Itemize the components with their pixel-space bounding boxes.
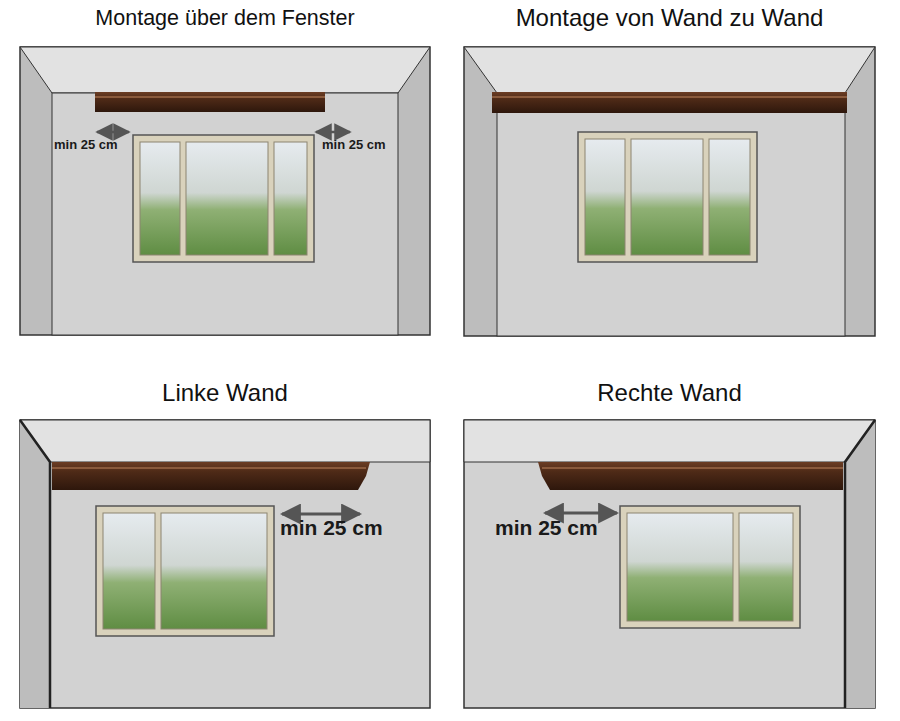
panel-title: Linke Wand <box>20 375 430 411</box>
dimension-label: min 25 cm <box>495 516 598 539</box>
room-panel: Rechte Wand <box>464 375 875 708</box>
dimension-label: min 25 cm <box>54 138 118 152</box>
room-panel: Linke Wand <box>20 375 430 708</box>
dimension-label: min 25 cm <box>322 138 386 152</box>
dimension-label: min 25 cm <box>280 516 383 539</box>
panel-title: Montage von Wand zu Wand <box>464 0 875 36</box>
room-panel: Montage von Wand zu Wand <box>464 0 875 336</box>
room-panel <box>464 47 875 336</box>
panel-title: Rechte Wand <box>464 375 875 411</box>
room-panel <box>20 420 430 708</box>
panel-title: Montage über dem Fenster <box>20 0 430 36</box>
room-panel <box>464 420 875 708</box>
room-panel: Montage über dem Fenster <box>20 0 430 335</box>
room-panel <box>20 47 430 335</box>
